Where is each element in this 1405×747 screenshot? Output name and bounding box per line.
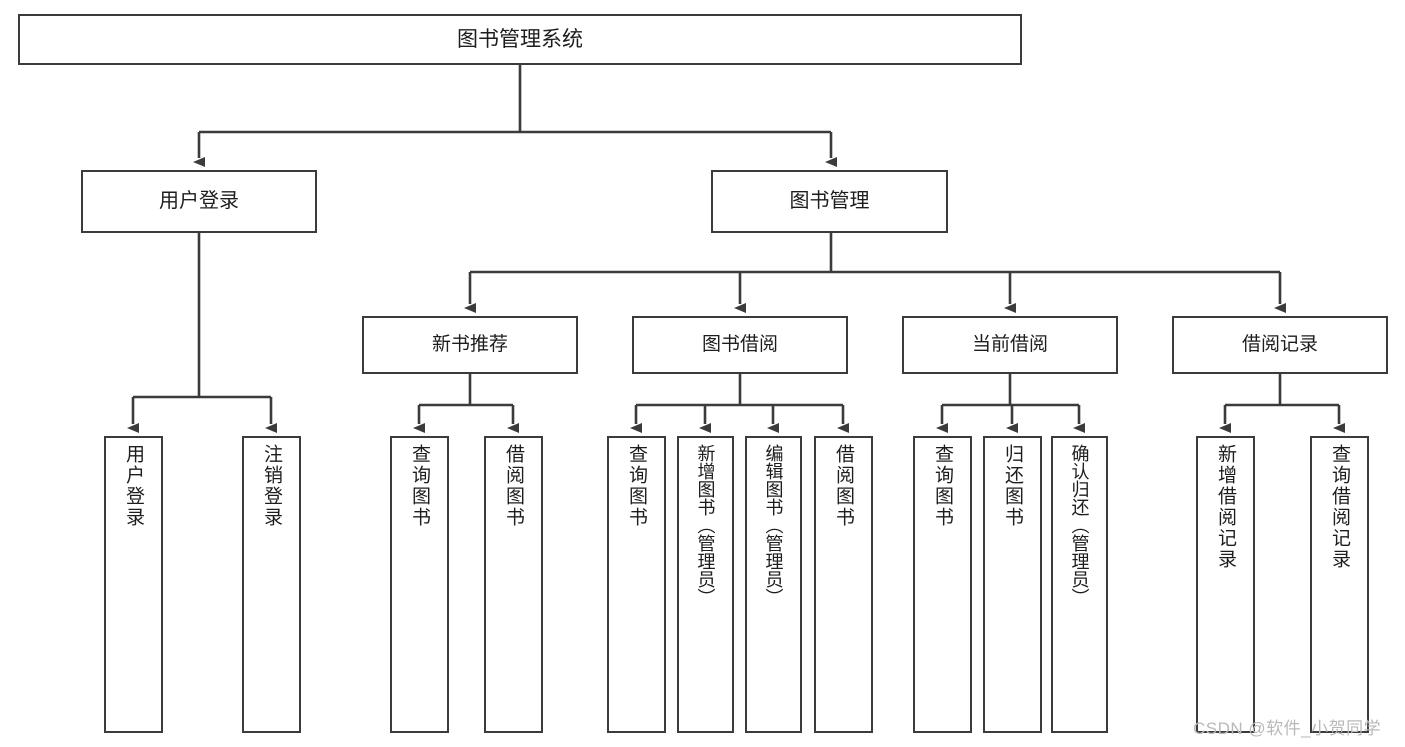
node-book-borrow-label: 图书借阅 bbox=[701, 334, 778, 356]
node-leaf-borrow-book-2-label: 借阅图书 bbox=[833, 444, 854, 528]
node-new-book-recommend-label: 新书推荐 bbox=[431, 334, 508, 356]
node-leaf-user-logout-label: 注销登录 bbox=[261, 444, 282, 528]
node-leaf-edit-book-admin[interactable]: 编辑图书（管理员） bbox=[745, 436, 802, 733]
node-leaf-user-login[interactable]: 用户登录 bbox=[104, 436, 163, 733]
node-leaf-query-book-3[interactable]: 查询图书 bbox=[913, 436, 972, 733]
node-leaf-query-borrow-record[interactable]: 查询借阅记录 bbox=[1310, 436, 1369, 733]
node-leaf-add-borrow-record-label: 新增借阅记录 bbox=[1215, 444, 1236, 570]
node-root-label: 图书管理系统 bbox=[457, 27, 583, 51]
node-book-management-label: 图书管理 bbox=[789, 190, 870, 213]
watermark: CSDN @软件_小贺同学 bbox=[1193, 719, 1382, 738]
node-book-borrow[interactable]: 图书借阅 bbox=[632, 316, 848, 374]
node-user-login-label: 用户登录 bbox=[159, 190, 239, 213]
node-leaf-borrow-book-2[interactable]: 借阅图书 bbox=[814, 436, 873, 733]
node-leaf-borrow-book-1[interactable]: 借阅图书 bbox=[484, 436, 543, 733]
node-leaf-query-book-2[interactable]: 查询图书 bbox=[607, 436, 666, 733]
node-current-borrow[interactable]: 当前借阅 bbox=[902, 316, 1118, 374]
node-leaf-return-book[interactable]: 归还图书 bbox=[983, 436, 1042, 733]
node-book-management[interactable]: 图书管理 bbox=[711, 170, 948, 233]
node-leaf-add-book-admin[interactable]: 新增图书（管理员） bbox=[677, 436, 734, 733]
node-leaf-borrow-book-1-label: 借阅图书 bbox=[503, 444, 524, 528]
node-leaf-confirm-return-admin-label: 确认归还（管理员） bbox=[1069, 444, 1090, 606]
node-current-borrow-label: 当前借阅 bbox=[971, 334, 1048, 356]
node-leaf-return-book-label: 归还图书 bbox=[1002, 444, 1023, 528]
node-leaf-confirm-return-admin[interactable]: 确认归还（管理员） bbox=[1051, 436, 1108, 733]
node-leaf-query-book-1-label: 查询图书 bbox=[409, 444, 430, 528]
node-leaf-query-book-1[interactable]: 查询图书 bbox=[390, 436, 449, 733]
node-user-login[interactable]: 用户登录 bbox=[81, 170, 317, 233]
node-borrow-record-label: 借阅记录 bbox=[1241, 334, 1318, 356]
node-borrow-record[interactable]: 借阅记录 bbox=[1172, 316, 1388, 374]
node-leaf-query-book-2-label: 查询图书 bbox=[626, 444, 647, 528]
node-leaf-add-book-admin-label: 新增图书（管理员） bbox=[695, 444, 716, 606]
node-new-book-recommend[interactable]: 新书推荐 bbox=[362, 316, 578, 374]
node-root[interactable]: 图书管理系统 bbox=[18, 14, 1022, 65]
node-leaf-edit-book-admin-label: 编辑图书（管理员） bbox=[763, 444, 784, 606]
node-leaf-query-book-3-label: 查询图书 bbox=[932, 444, 953, 528]
node-leaf-query-borrow-record-label: 查询借阅记录 bbox=[1329, 444, 1350, 570]
node-leaf-user-logout[interactable]: 注销登录 bbox=[242, 436, 301, 733]
node-leaf-user-login-label: 用户登录 bbox=[123, 444, 144, 528]
node-leaf-add-borrow-record[interactable]: 新增借阅记录 bbox=[1196, 436, 1255, 733]
